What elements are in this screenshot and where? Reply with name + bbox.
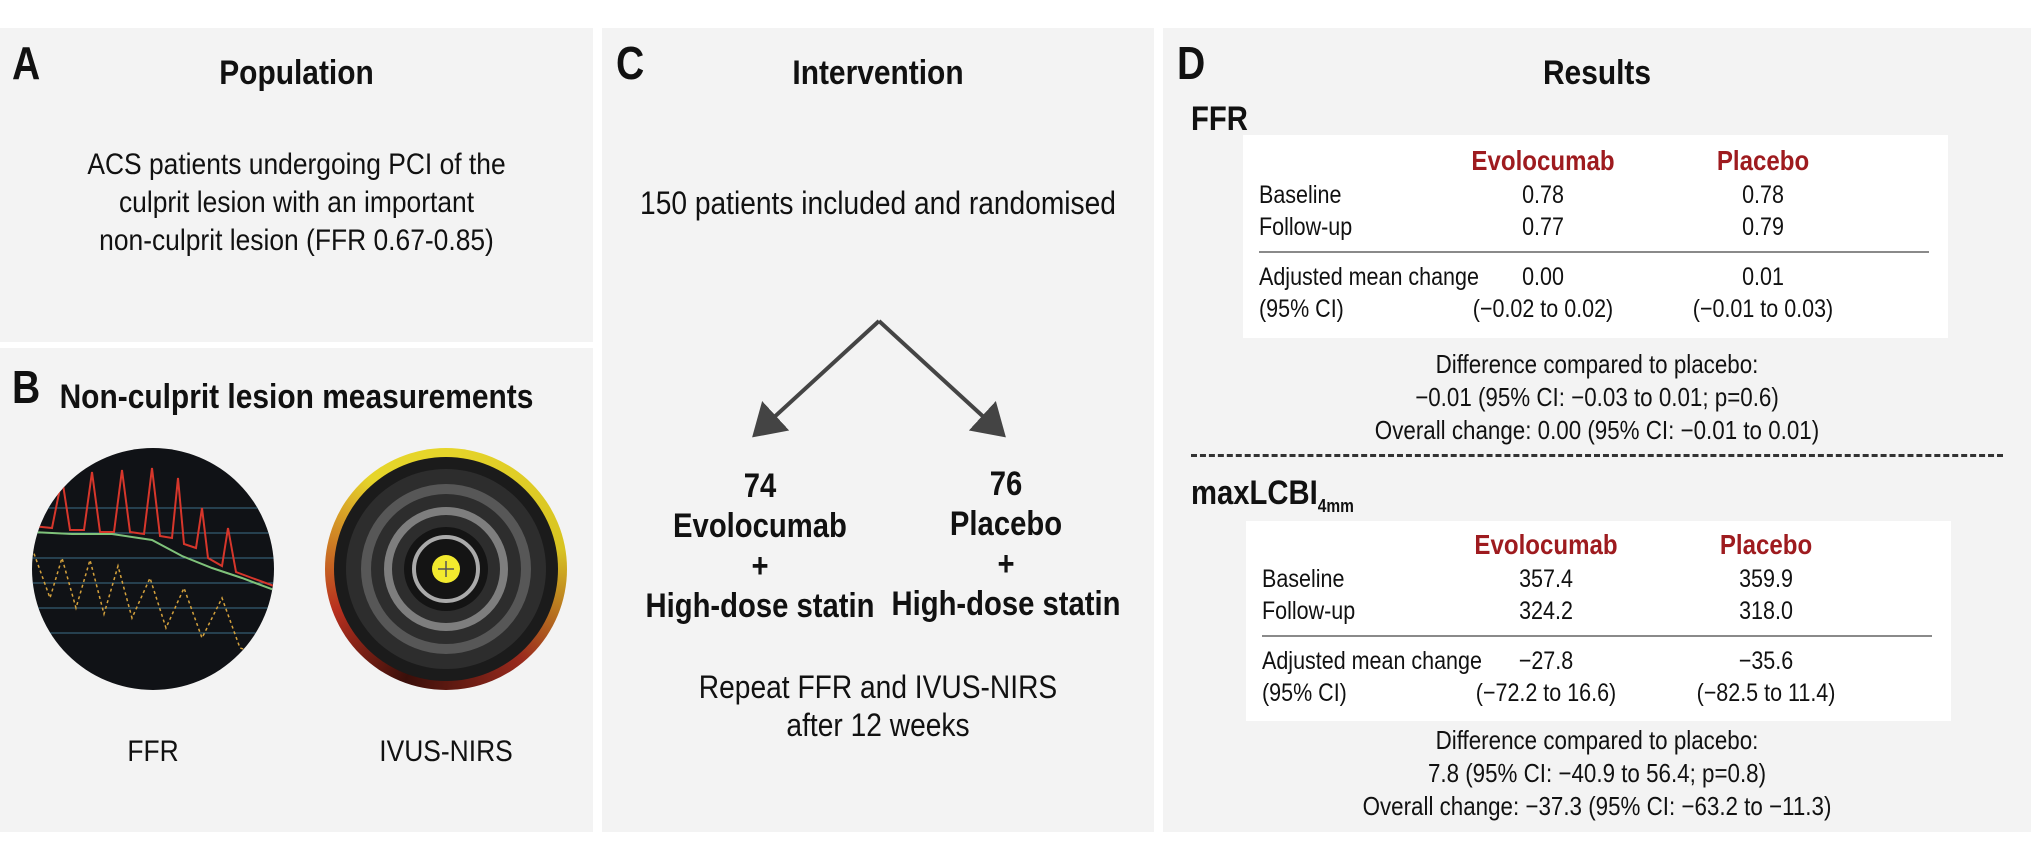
ffr-change-label-2: (95% CI) xyxy=(1259,295,1344,323)
ivus-cross-section-graphic xyxy=(334,457,558,681)
arm-placebo-plus: + xyxy=(997,545,1015,583)
arm-evolocumab-drug: Evolocumab xyxy=(673,507,847,545)
ffr-waveform-image xyxy=(32,448,274,690)
maxlcbi-followup-evolocumab: 324.2 xyxy=(1519,597,1573,625)
maxlcbi-table-divider xyxy=(1262,635,1932,637)
ffr-change-placebo: 0.01 xyxy=(1742,263,1784,291)
panel-letter-c: C xyxy=(616,37,645,89)
maxlcbi-row-baseline-label: Baseline xyxy=(1262,565,1345,593)
maxlcbi-difference-line-2: 7.8 (95% CI: −40.9 to 56.4; p=0.8) xyxy=(1427,758,1767,788)
repeat-line-1: Repeat FFR and IVUS-NIRS xyxy=(698,669,1058,705)
ffr-change-evolocumab-ci: (−0.02 to 0.02) xyxy=(1472,295,1614,323)
maxlcbi-results-heading: maxLCBI4mm xyxy=(1191,476,1354,515)
ffr-baseline-placebo: 0.78 xyxy=(1742,181,1784,209)
maxlcbi-difference-line-3: Overall change: −37.3 (95% CI: −63.2 to … xyxy=(1362,791,1832,821)
arm-placebo-statin: High-dose statin xyxy=(891,585,1121,623)
intervention-title: Intervention xyxy=(792,54,964,92)
maxlcbi-change-evolocumab: −27.8 xyxy=(1518,647,1574,675)
ffr-followup-placebo: 0.79 xyxy=(1742,213,1784,241)
ffr-results-heading: FFR xyxy=(1191,102,1248,136)
maxlcbi-difference-text: Difference compared to placebo: 7.8 (95%… xyxy=(1244,724,1949,823)
arm-evolocumab-count: 74 xyxy=(743,467,777,505)
section-divider xyxy=(1191,454,2003,457)
panel-results: D Results FFR Evolocumab Placebo Baselin… xyxy=(1163,28,2031,832)
ffr-difference-line-2: −0.01 (95% CI: −0.03 to 0.01; p=0.6) xyxy=(1415,382,1779,412)
maxlcbi-row-followup-label: Follow-up xyxy=(1262,597,1356,625)
maxlcbi-results-table: Evolocumab Placebo Baseline 357.4 359.9 … xyxy=(1246,521,1951,721)
ffr-col-placebo: Placebo xyxy=(1716,145,1810,176)
arm-placebo-drug: Placebo xyxy=(949,505,1063,543)
panel-letter-b: B xyxy=(12,361,41,413)
repeat-measurement-text: Repeat FFR and IVUS-NIRS after 12 weeks xyxy=(635,668,1121,744)
maxlcbi-baseline-evolocumab: 357.4 xyxy=(1519,565,1573,593)
maxlcbi-difference-line-1: Difference compared to placebo: xyxy=(1435,725,1759,755)
maxlcbi-change-placebo: −35.6 xyxy=(1738,647,1794,675)
arm-evolocumab: 74 Evolocumab + High-dose statin xyxy=(640,466,881,626)
maxlcbi-heading-text: maxLCBI xyxy=(1191,474,1318,512)
ffr-followup-evolocumab: 0.77 xyxy=(1522,213,1564,241)
ffr-row-baseline-label: Baseline xyxy=(1259,181,1342,209)
ffr-difference-text: Difference compared to placebo: −0.01 (9… xyxy=(1244,348,1949,447)
population-line-3: non-culprit lesion (FFR 0.67-0.85) xyxy=(99,224,494,257)
ffr-change-label-1: Adjusted mean change xyxy=(1259,263,1479,291)
panel-letter-a: A xyxy=(12,37,41,89)
maxlcbi-followup-placebo: 318.0 xyxy=(1739,597,1793,625)
ffr-results-table: Evolocumab Placebo Baseline 0.78 0.78 Fo… xyxy=(1243,135,1948,338)
panel-measurements: B Non-culprit lesion measurements FFR xyxy=(0,348,593,832)
ffr-heading-text: FFR xyxy=(1191,100,1248,138)
ffr-waveform-graphic xyxy=(32,467,274,659)
maxlcbi-change-label-1: Adjusted mean change xyxy=(1262,647,1482,675)
panel-intervention: C Intervention 150 patients included and… xyxy=(602,28,1154,832)
ffr-col-evolocumab: Evolocumab xyxy=(1471,145,1615,176)
arm-placebo-count: 76 xyxy=(989,465,1023,503)
ffr-change-evolocumab: 0.00 xyxy=(1522,263,1564,291)
population-description: ACS patients undergoing PCI of the culpr… xyxy=(36,146,558,260)
repeat-line-2: after 12 weeks xyxy=(786,707,970,743)
ffr-row-followup-label: Follow-up xyxy=(1259,213,1353,241)
population-line-1: ACS patients undergoing PCI of the xyxy=(87,148,506,181)
ffr-difference-line-3: Overall change: 0.00 (95% CI: −0.01 to 0… xyxy=(1374,415,1820,445)
ffr-table-divider xyxy=(1259,251,1929,253)
maxlcbi-col-evolocumab: Evolocumab xyxy=(1474,529,1618,560)
ffr-change-placebo-ci: (−0.01 to 0.03) xyxy=(1692,295,1834,323)
ffr-image-label: FFR xyxy=(127,735,179,768)
results-title: Results xyxy=(1542,54,1652,92)
ffr-baseline-evolocumab: 0.78 xyxy=(1522,181,1564,209)
maxlcbi-baseline-placebo: 359.9 xyxy=(1739,565,1793,593)
ivus-nirs-image xyxy=(325,448,567,690)
maxlcbi-change-evolocumab-ci: (−72.2 to 16.6) xyxy=(1475,679,1617,707)
maxlcbi-change-label-2: (95% CI) xyxy=(1262,679,1347,707)
maxlcbi-col-placebo: Placebo xyxy=(1719,529,1813,560)
maxlcbi-change-placebo-ci: (−82.5 to 11.4) xyxy=(1696,679,1836,707)
split-arrow-icon xyxy=(752,319,1006,438)
ivus-nirs-image-label: IVUS-NIRS xyxy=(379,735,513,768)
arm-placebo: 76 Placebo + High-dose statin xyxy=(886,464,1127,624)
maxlcbi-heading-subscript: 4mm xyxy=(1317,496,1354,516)
ffr-difference-line-1: Difference compared to placebo: xyxy=(1435,349,1759,379)
panel-population: A Population ACS patients undergoing PCI… xyxy=(0,28,593,342)
measurements-title: Non-culprit lesion measurements xyxy=(59,378,534,416)
population-title: Population xyxy=(219,54,374,92)
population-line-2: culprit lesion with an important xyxy=(118,186,475,219)
panel-letter-d: D xyxy=(1177,37,1206,89)
arm-evolocumab-plus: + xyxy=(751,547,769,585)
randomised-text: 150 patients included and randomised xyxy=(640,185,1116,221)
arm-evolocumab-statin: High-dose statin xyxy=(645,587,875,625)
